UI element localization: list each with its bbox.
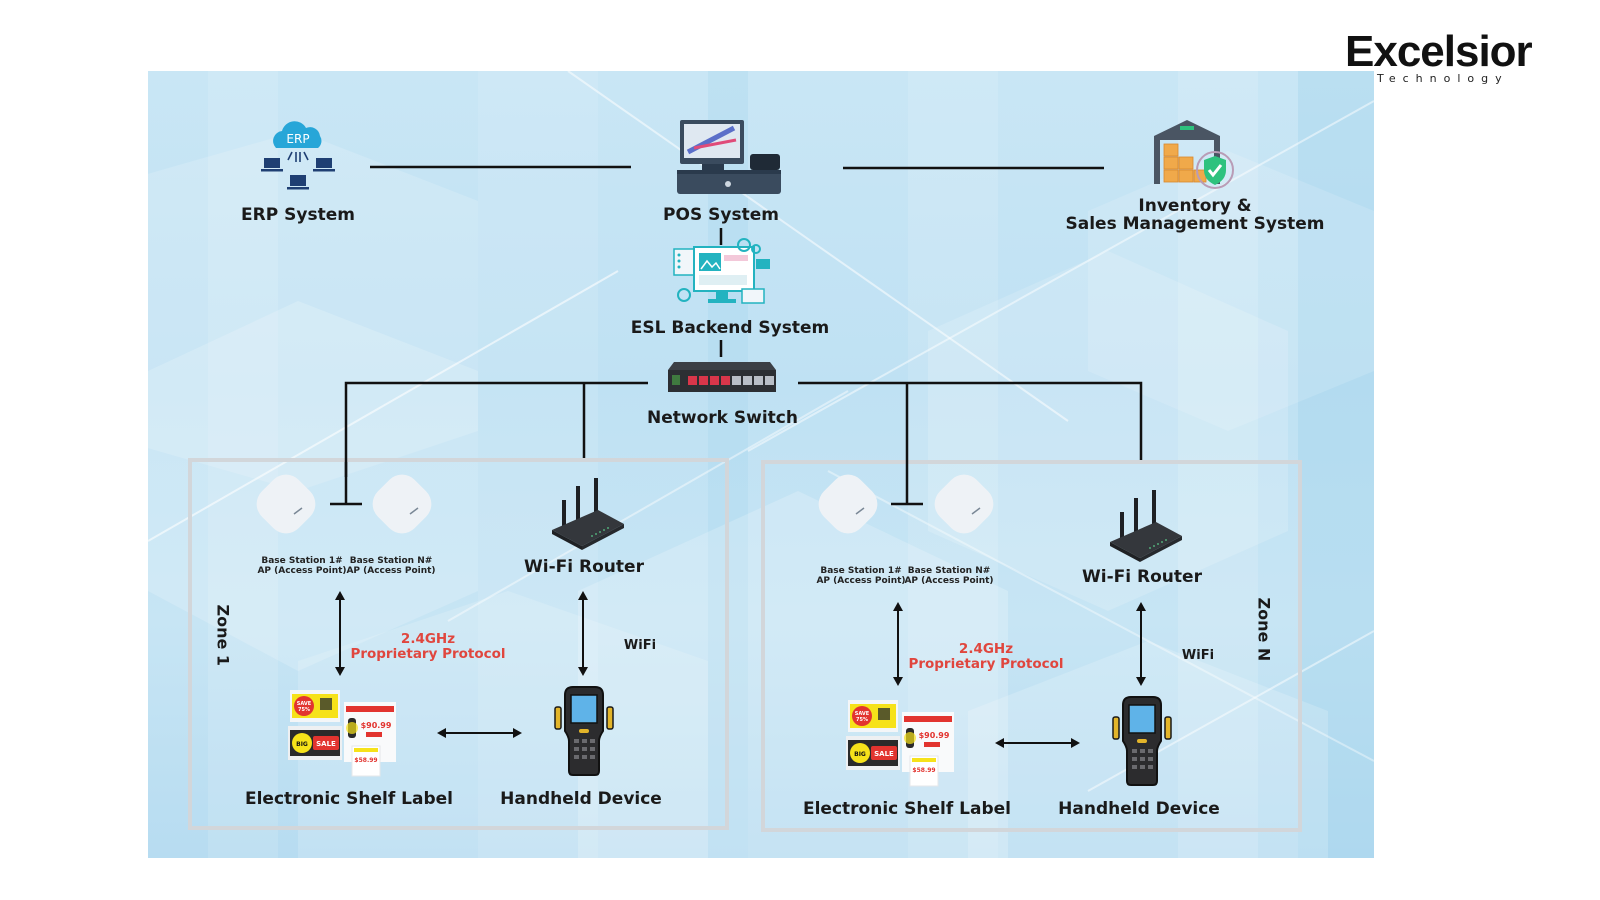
switch-zone1-ap-link: [344, 381, 648, 477]
svg-text:BIG: BIG: [296, 741, 308, 748]
zone-n-box: [761, 460, 1302, 832]
erp-cloud-network-icon: ERP: [261, 121, 335, 190]
zone1-bs1-line2: AP (Access Point): [257, 566, 347, 576]
switch-zonen-router-link: [798, 381, 1143, 460]
zonen-bsn-line1: Base Station N#: [907, 566, 991, 576]
zone1-wifi-label: WiFi: [623, 638, 657, 653]
zone1-wifi-router-label: Wi-Fi Router: [524, 557, 644, 577]
zonen-bs1-line2: AP (Access Point): [816, 576, 906, 586]
brand-logo: Excelsior Technology: [1345, 27, 1565, 86]
svg-text:SALE: SALE: [316, 740, 336, 748]
zonen-esl-label: Electronic Shelf Label: [802, 799, 1011, 819]
zone1-protocol-label: 2.4GHz Proprietary Protocol: [340, 632, 516, 662]
svg-text:75%: 75%: [856, 717, 868, 723]
zonen-base-station-1-icon: [818, 474, 878, 534]
warehouse-shield-icon: [1154, 120, 1234, 189]
zone1-bs1-line1: Base Station 1#: [261, 556, 343, 566]
zone1-handheld-label: Handheld Device: [500, 789, 662, 809]
arrowheads: [335, 591, 1146, 748]
zone1-protocol-freq: 2.4GHz: [400, 631, 456, 647]
svg-text:ERP: ERP: [286, 132, 309, 146]
svg-text:$90.99: $90.99: [361, 721, 392, 730]
zone-1-box: [188, 458, 729, 830]
zonen-protocol-label: 2.4GHz Proprietary Protocol: [898, 642, 1074, 672]
zonen-bs1-line1: Base Station 1#: [820, 566, 902, 576]
zonen-bsn-line2: AP (Access Point): [904, 576, 994, 586]
zonen-wifi-router-icon: [1110, 490, 1182, 562]
inventory-label-line2: Sales Management System: [1065, 214, 1325, 234]
zonen-base-station-1-label: Base Station 1# AP (Access Point): [815, 566, 907, 586]
network-switch-icon: [668, 362, 776, 392]
zone1-wifi-router-icon: [552, 478, 624, 550]
zone1-bsn-line2: AP (Access Point): [346, 566, 436, 576]
backend-dashboard-icon: [673, 238, 770, 304]
svg-text:SAVE: SAVE: [855, 711, 870, 717]
zonen-base-station-n-icon: [934, 474, 994, 534]
pos-terminal-icon: [677, 120, 781, 194]
zonen-handheld-label: Handheld Device: [1058, 799, 1220, 819]
zone1-bsn-line1: Base Station N#: [349, 556, 433, 566]
zonen-base-station-n-label: Base Station N# AP (Access Point): [903, 566, 995, 586]
zone-1-label: Zone 1: [213, 604, 233, 667]
inventory-label-line1: Inventory &: [1138, 196, 1252, 216]
erp-system-label: ERP System: [241, 205, 355, 225]
svg-text:75%: 75%: [298, 707, 310, 713]
brand-name: Excelsior: [1345, 27, 1533, 76]
zone1-handheld-device-icon: [554, 686, 614, 776]
zone1-base-station-1-label: Base Station 1# AP (Access Point): [256, 556, 348, 576]
brand-tagline: Technology: [1377, 72, 1509, 85]
zone1-base-station-n-label: Base Station N# AP (Access Point): [345, 556, 437, 576]
zonen-electronic-shelf-label-icon: SAVE 75% BIG SALE $90.99 $58.99: [846, 700, 954, 787]
esl-backend-label: ESL Backend System: [630, 318, 830, 338]
zonen-protocol-name: Proprietary Protocol: [908, 656, 1064, 672]
zone-n-label: Zone N: [1254, 597, 1274, 662]
zonen-protocol-freq: 2.4GHz: [958, 641, 1014, 657]
svg-text:$90.99: $90.99: [919, 731, 950, 740]
zone1-esl-label: Electronic Shelf Label: [244, 789, 453, 809]
network-switch-label: Network Switch: [647, 408, 798, 428]
zone1-base-station-n-icon: [372, 474, 432, 534]
svg-text:BIG: BIG: [854, 751, 866, 758]
svg-text:$58.99: $58.99: [912, 767, 935, 774]
zonen-wifi-router-label: Wi-Fi Router: [1082, 567, 1202, 587]
zonen-handheld-device-icon: [1112, 696, 1172, 786]
svg-text:SALE: SALE: [874, 750, 894, 758]
zonen-wifi-label: WiFi: [1181, 648, 1215, 663]
svg-text:$58.99: $58.99: [354, 757, 377, 764]
zone1-protocol-name: Proprietary Protocol: [350, 646, 506, 662]
zone1-base-station-1-icon: [256, 474, 316, 534]
pos-system-label: POS System: [663, 205, 779, 225]
svg-text:SAVE: SAVE: [297, 701, 312, 707]
zone1-electronic-shelf-label-icon: SAVE 75% BIG SALE $90.99 $58.99: [288, 690, 396, 777]
